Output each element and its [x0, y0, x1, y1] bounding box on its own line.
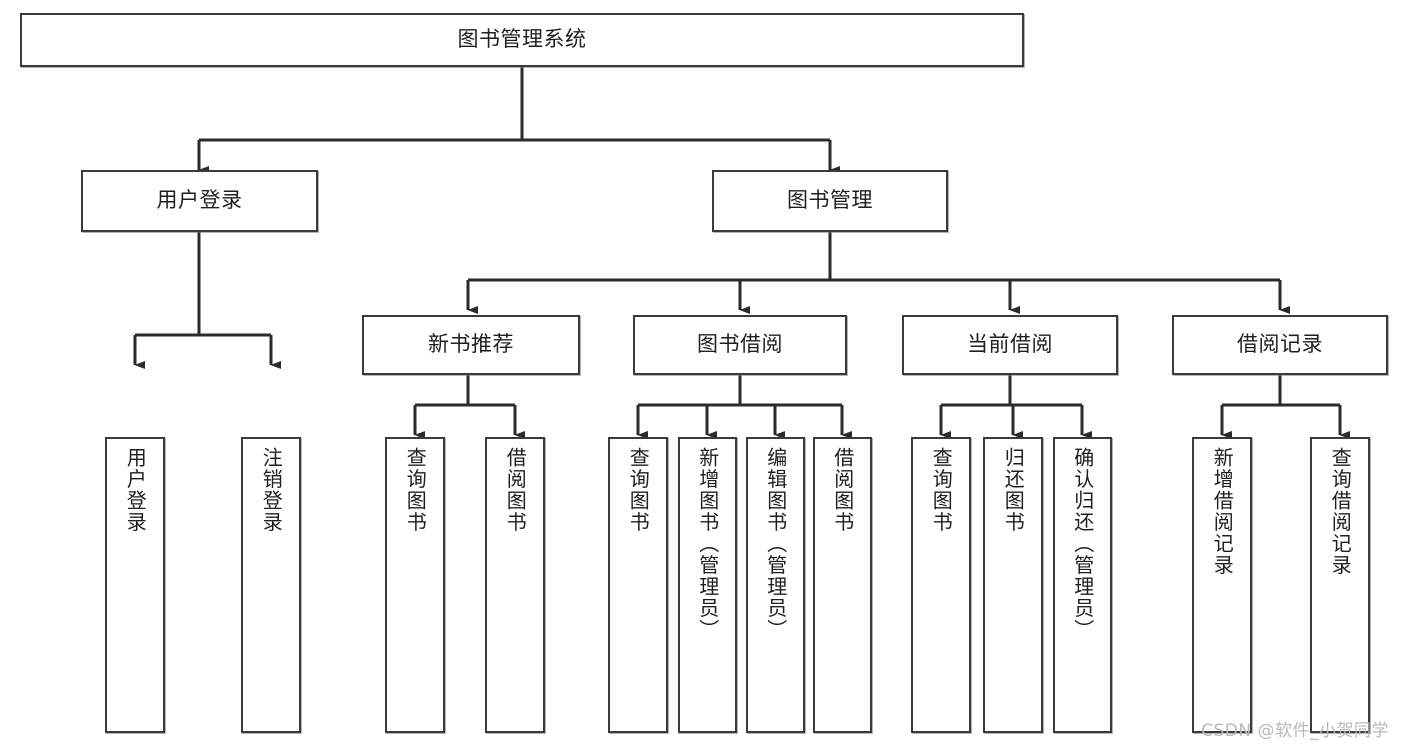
node-label: 用户登录 [123, 447, 148, 533]
node-label: 查询图书 [403, 447, 428, 533]
csdn-watermark: CSDN @软件_小贺同学 [1201, 721, 1389, 741]
level2-node-图书管理-1[interactable]: 图书管理 [712, 170, 948, 232]
node-label: 查询图书 [929, 447, 954, 533]
level3-node-借阅记录-3[interactable]: 借阅记录 [1172, 315, 1388, 375]
leaf-node-编辑图书管理员-6[interactable]: 编辑图书（管理员） [746, 437, 805, 733]
node-label: 新书推荐 [428, 332, 514, 357]
node-label: 借阅图书 [503, 447, 528, 533]
node-label: 归还图书 [1001, 447, 1026, 533]
leaf-node-查询图书-2[interactable]: 查询图书 [385, 437, 445, 733]
node-label: 图书借阅 [697, 332, 783, 357]
leaf-node-查询借阅记录-12[interactable]: 查询借阅记录 [1310, 437, 1370, 733]
leaf-node-注销登录-1[interactable]: 注销登录 [241, 437, 301, 733]
node-label: 查询图书 [626, 447, 651, 533]
leaf-node-用户登录-0[interactable]: 用户登录 [105, 437, 165, 733]
leaf-node-新增借阅记录-11[interactable]: 新增借阅记录 [1192, 437, 1252, 733]
node-label: 确认归还（管理员） [1070, 447, 1095, 641]
leaf-node-查询图书-4[interactable]: 查询图书 [608, 437, 668, 733]
node-label: 当前借阅 [967, 332, 1053, 357]
leaf-node-归还图书-9[interactable]: 归还图书 [983, 437, 1043, 733]
level3-node-新书推荐-0[interactable]: 新书推荐 [362, 315, 580, 375]
node-label: 新增图书（管理员） [695, 447, 720, 641]
leaf-node-新增图书管理员-5[interactable]: 新增图书（管理员） [678, 437, 737, 733]
node-label: 图书管理 [787, 188, 873, 213]
node-label: 注销登录 [259, 447, 284, 533]
node-label: 图书管理系统 [457, 27, 587, 52]
root-node-图书管理系统[interactable]: 图书管理系统 [20, 13, 1024, 67]
leaf-node-借阅图书-7[interactable]: 借阅图书 [813, 437, 872, 733]
leaf-node-查询图书-8[interactable]: 查询图书 [911, 437, 971, 733]
node-label: 查询借阅记录 [1328, 447, 1353, 576]
node-label: 用户登录 [156, 188, 243, 213]
node-label: 借阅记录 [1237, 332, 1323, 357]
node-label: 新增借阅记录 [1210, 447, 1235, 576]
leaf-node-确认归还管理员-10[interactable]: 确认归还（管理员） [1053, 437, 1112, 733]
level2-node-用户登录-0[interactable]: 用户登录 [81, 170, 318, 232]
level3-node-当前借阅-2[interactable]: 当前借阅 [902, 315, 1118, 375]
level3-node-图书借阅-1[interactable]: 图书借阅 [633, 315, 847, 375]
leaf-node-借阅图书-3[interactable]: 借阅图书 [485, 437, 545, 733]
node-label: 借阅图书 [830, 447, 855, 533]
node-label: 编辑图书（管理员） [763, 447, 788, 641]
